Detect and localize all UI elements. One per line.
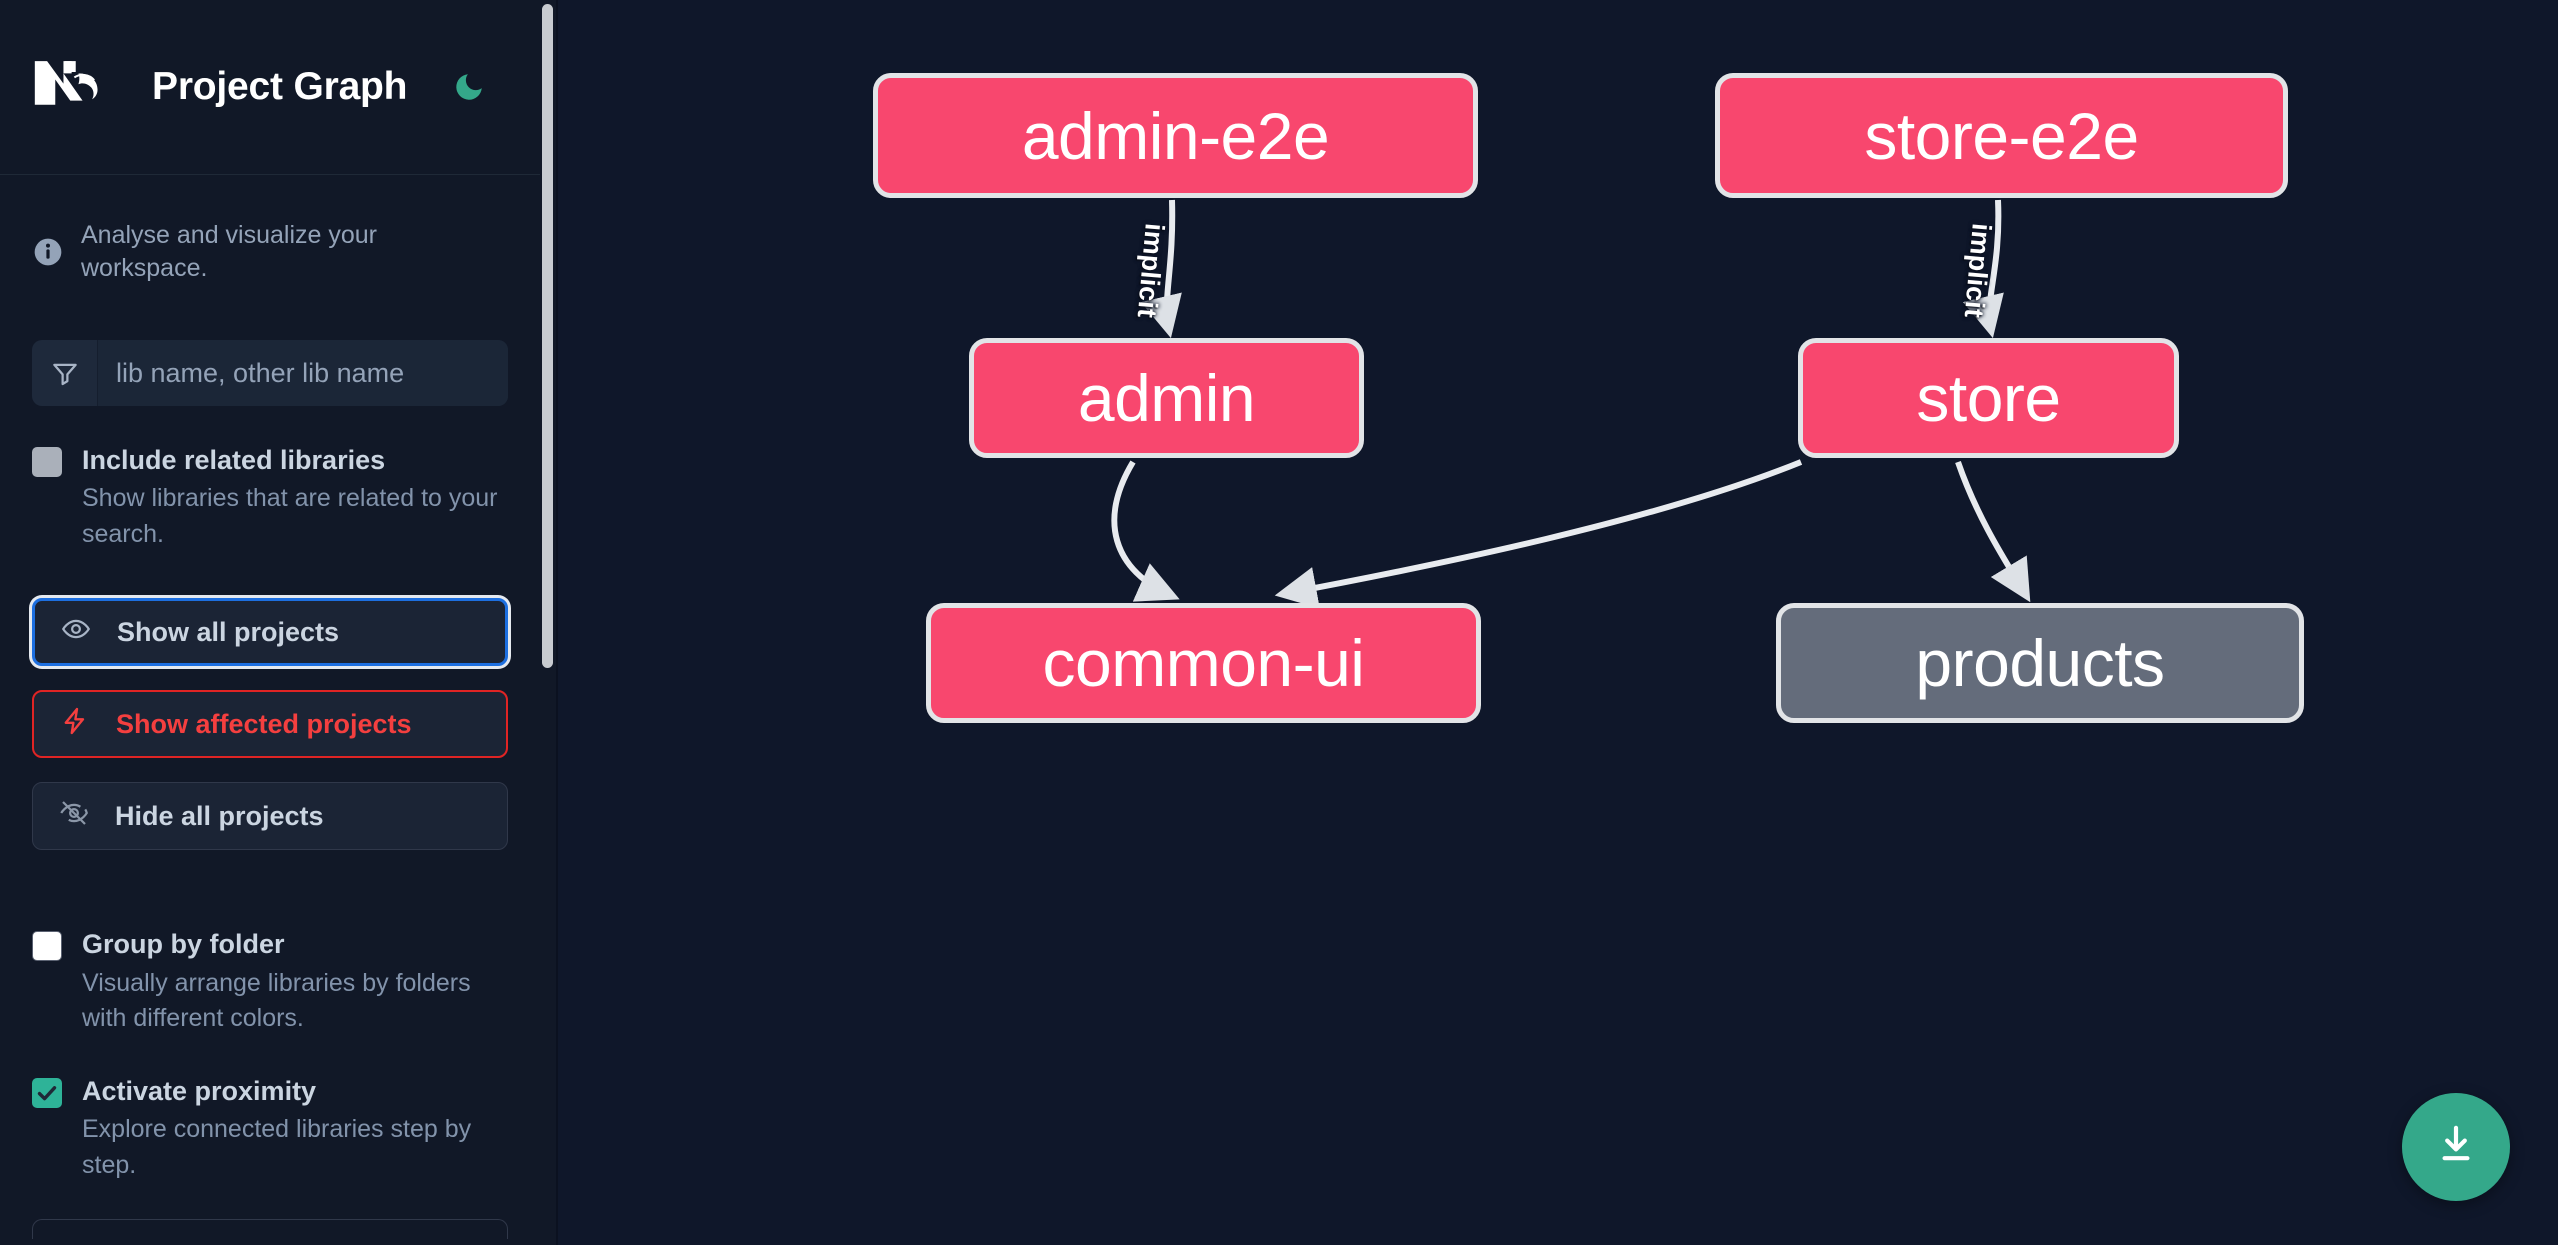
download-graph-button[interactable] bbox=[2402, 1093, 2510, 1201]
filter-icon[interactable] bbox=[32, 340, 98, 406]
activate-proximity-checkbox[interactable] bbox=[32, 1077, 62, 1108]
graph-edges bbox=[1111, 199, 2031, 609]
option-description: Explore connected libraries step by step… bbox=[82, 1115, 472, 1179]
node-label: admin bbox=[1077, 361, 1256, 435]
sidebar-edge bbox=[556, 0, 558, 1245]
node-label: common-ui bbox=[1042, 626, 1365, 700]
info-circle-icon bbox=[32, 236, 64, 268]
edge-store-to-common-ui bbox=[1274, 459, 1803, 609]
graph-node-store[interactable]: store bbox=[1798, 338, 2179, 458]
sidebar-note-text: Analyse and visualize your workspace. bbox=[81, 221, 377, 282]
graph-canvas[interactable]: admin-e2e store-e2e admin store common-u… bbox=[558, 0, 2558, 1245]
node-label: store-e2e bbox=[1864, 98, 2139, 173]
option-title: Group by folder bbox=[82, 929, 285, 960]
lightning-icon bbox=[60, 706, 90, 743]
option-include-related-libraries[interactable]: Include related libraries Show libraries… bbox=[0, 406, 540, 552]
hide-all-projects-button[interactable]: Hide all projects bbox=[32, 782, 508, 851]
search-bar bbox=[32, 340, 508, 406]
graph-node-products[interactable]: products bbox=[1776, 603, 2304, 723]
option-title: Include related libraries bbox=[82, 445, 386, 475]
show-all-projects-button[interactable]: Show all projects bbox=[32, 598, 508, 667]
edge-admin-to-common-ui bbox=[1111, 460, 1180, 602]
graph-node-admin[interactable]: admin bbox=[969, 338, 1364, 458]
node-label: admin-e2e bbox=[1021, 98, 1330, 173]
option-group-by-folder[interactable]: Group by folder Visually arrange librari… bbox=[0, 890, 540, 1036]
option-description: Show libraries that are related to your … bbox=[82, 484, 498, 548]
moon-icon[interactable] bbox=[447, 65, 491, 109]
sidebar: Project Graph Analyse and visualize your… bbox=[0, 0, 558, 1245]
graph-node-store-e2e[interactable]: store-e2e bbox=[1715, 73, 2288, 198]
show-affected-projects-label: Show affected projects bbox=[116, 708, 412, 739]
option-title: Activate proximity bbox=[82, 1075, 317, 1106]
edge-admin-e2e-to-admin bbox=[1140, 199, 1182, 339]
page-title: Project Graph bbox=[152, 65, 408, 108]
sidebar-scrollbar[interactable] bbox=[542, 4, 553, 668]
option-activate-proximity[interactable]: Activate proximity Explore connected lib… bbox=[0, 1037, 540, 1183]
node-label: store bbox=[1916, 361, 2061, 435]
search-input[interactable] bbox=[98, 340, 508, 406]
graph-node-admin-e2e[interactable]: admin-e2e bbox=[873, 73, 1478, 198]
next-section-partial[interactable] bbox=[32, 1219, 508, 1240]
sidebar-scroll-area[interactable]: Project Graph Analyse and visualize your… bbox=[0, 0, 558, 1245]
eye-icon bbox=[61, 614, 91, 651]
download-icon bbox=[2432, 1121, 2480, 1174]
node-label: products bbox=[1915, 626, 2165, 700]
include-related-libraries-checkbox[interactable] bbox=[32, 447, 62, 477]
option-description: Visually arrange libraries by folders wi… bbox=[82, 968, 471, 1033]
eye-off-icon bbox=[59, 798, 89, 835]
sidebar-note: Analyse and visualize your workspace. bbox=[0, 175, 540, 284]
nx-logo-icon bbox=[32, 57, 114, 117]
group-by-folder-checkbox[interactable] bbox=[32, 931, 62, 962]
edge-store-to-products bbox=[1955, 461, 2031, 603]
graph-node-common-ui[interactable]: common-ui bbox=[926, 603, 1481, 723]
sidebar-header: Project Graph bbox=[0, 0, 540, 175]
show-affected-projects-button[interactable]: Show affected projects bbox=[32, 690, 508, 759]
edge-store-e2e-to-store bbox=[1962, 199, 2004, 339]
show-all-projects-label: Show all projects bbox=[117, 616, 340, 647]
visibility-button-group: Show all projects Show affected projects bbox=[0, 552, 540, 851]
hide-all-projects-label: Hide all projects bbox=[115, 800, 324, 831]
